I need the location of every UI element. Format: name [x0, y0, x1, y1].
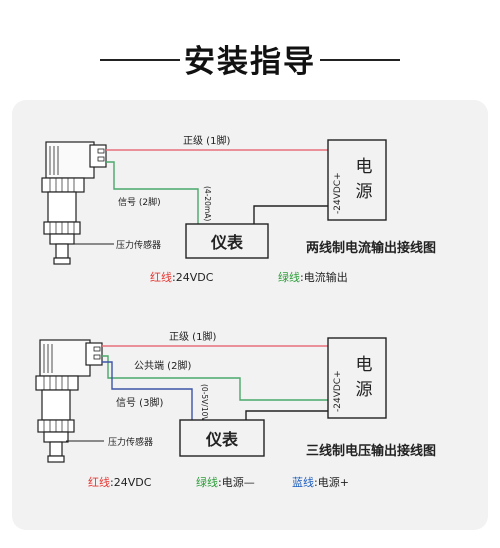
- two-wire-title: 两线制电流输出接线图: [306, 240, 436, 256]
- two-wire-legend-green: 绿线:电流输出: [278, 270, 348, 284]
- blue-wire: [102, 361, 193, 420]
- title-rule-right: [320, 59, 400, 61]
- two-wire-diagram: 压力传感器 正级 (1脚) 信号 (2脚) (4-20mA) 仪表 -24VDC…: [41, 134, 436, 284]
- power-box: [327, 337, 387, 419]
- meter-box: [185, 223, 269, 259]
- signal-label: 信号 (2脚): [118, 196, 161, 208]
- voltage-label: -24VDC+: [333, 370, 343, 412]
- meter-label: 仪表: [205, 430, 239, 449]
- power-label-bottom: 源: [356, 380, 373, 400]
- three-wire-legend-blue: 蓝线:电源+: [292, 475, 349, 489]
- black-wire: [253, 205, 328, 224]
- common-label: 公共端 (2脚): [134, 359, 191, 372]
- pressure-sensor-icon: [41, 141, 107, 265]
- three-wire-legend-green: 绿线:电源—: [196, 475, 255, 489]
- two-wire-legend-red: 红线:24VDC: [150, 270, 214, 284]
- three-wire-title: 三线制电压输出接线图: [306, 443, 436, 459]
- power-label-bottom: 源: [356, 182, 373, 202]
- sensor-label: 压力传感器: [116, 239, 161, 251]
- three-wire-diagram: 压力传感器 正级 (1脚) 公共端 (2脚) 信号 (3脚) (0-5V/10V…: [35, 330, 436, 489]
- meter-box: [179, 419, 265, 457]
- three-wire-legend-red: 红线:24VDC: [88, 475, 152, 489]
- page-header: 安装指导: [0, 0, 500, 100]
- meter-label: 仪表: [210, 233, 244, 252]
- range-label: (4-20mA): [203, 186, 212, 221]
- range-label: (0-5V/10V): [200, 384, 209, 425]
- voltage-label: -24VDC+: [333, 172, 343, 214]
- title-rule-left: [100, 59, 180, 61]
- page-title: 安装指导: [184, 44, 316, 80]
- positive-label: 正级 (1脚): [169, 330, 216, 343]
- power-box: [327, 139, 387, 221]
- power-label-top: 电: [356, 355, 373, 375]
- green-wire: [106, 161, 199, 224]
- signal-label: 信号 (3脚): [116, 396, 163, 409]
- black-wire: [245, 410, 328, 420]
- sensor-label: 压力传感器: [108, 436, 153, 448]
- pressure-sensor-icon: [35, 339, 103, 463]
- power-label-top: 电: [356, 157, 373, 177]
- green-wire: [102, 355, 328, 401]
- positive-label: 正级 (1脚): [183, 134, 230, 147]
